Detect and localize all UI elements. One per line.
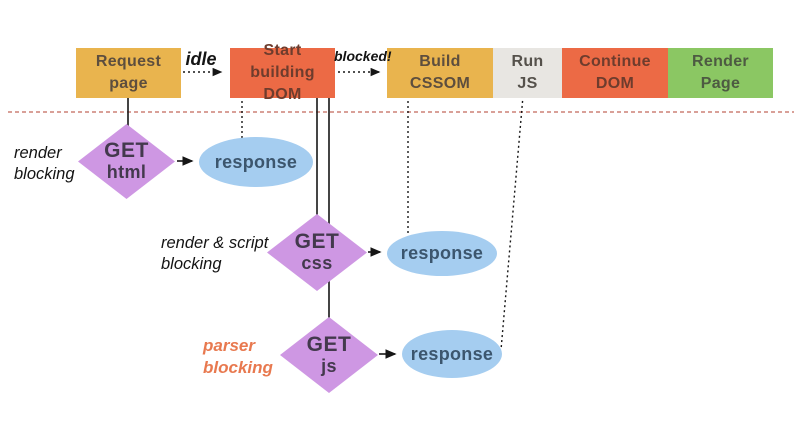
annotation-line: blocking — [203, 358, 273, 377]
response-label: response — [400, 243, 484, 263]
render-blocking-annotation: render blocking — [14, 143, 75, 185]
idle-label: idle — [185, 49, 217, 69]
timeline-box-request-page: Request page — [76, 48, 181, 98]
get-html-resource: html — [106, 162, 147, 182]
timeline-box-run-js: Run JS — [493, 48, 562, 98]
timeline-box-build-cssom: Build CSSOM — [387, 48, 493, 98]
timeline-box-label: page — [109, 75, 148, 92]
annotation-line: blocking — [14, 165, 75, 183]
timeline-box-label: JS — [517, 75, 538, 92]
get-css-verb: GET — [294, 230, 340, 253]
get-html-diamond: GET html — [78, 124, 175, 199]
timeline-box-label: CSSOM — [409, 75, 471, 92]
get-js-resource: js — [321, 355, 337, 376]
timeline-box-label: DOM — [263, 86, 302, 103]
response-html-ellipse: response — [199, 137, 313, 187]
annotation-line: parser — [203, 336, 255, 355]
parser-blocking-annotation: parser blocking — [203, 335, 273, 379]
response-css-ellipse: response — [387, 231, 497, 276]
render-script-blocking-annotation: render & script blocking — [161, 233, 268, 275]
timeline-box-label: Continue — [579, 53, 651, 70]
diamond-shape — [280, 317, 378, 393]
timeline-box-render-page: Render Page — [668, 48, 773, 98]
get-js-verb: GET — [306, 332, 352, 356]
annotation-line: render — [14, 144, 62, 162]
timeline-box-label: Run — [511, 53, 544, 70]
response-label: response — [214, 151, 298, 172]
timeline-box-start-building-dom: Start building DOM — [230, 42, 335, 103]
get-css-resource: css — [301, 253, 333, 273]
timeline-box-label: Start building — [250, 42, 315, 81]
response-label: response — [410, 343, 494, 364]
get-css-diamond: GET css — [267, 214, 367, 291]
get-js-diamond: GET js — [280, 317, 378, 393]
diamond-shape — [267, 214, 367, 291]
timeline-box-continue-dom: Continue DOM — [562, 48, 668, 98]
annotation-line: render & script — [161, 234, 269, 252]
diamond-shape — [78, 124, 175, 199]
get-html-verb: GET — [104, 139, 149, 162]
annotation-line: blocking — [161, 255, 222, 273]
response-js-ellipse: response — [402, 330, 502, 378]
timeline-box-label: Build — [419, 53, 461, 70]
timeline-box-label: Request — [95, 53, 162, 70]
timeline-box-label: Page — [700, 75, 741, 92]
response-js-to-run-js-line — [500, 95, 524, 351]
timeline-box-label: Render — [692, 53, 749, 70]
timeline-box-label: DOM — [595, 75, 635, 92]
blocked-label: blocked! — [334, 48, 392, 64]
